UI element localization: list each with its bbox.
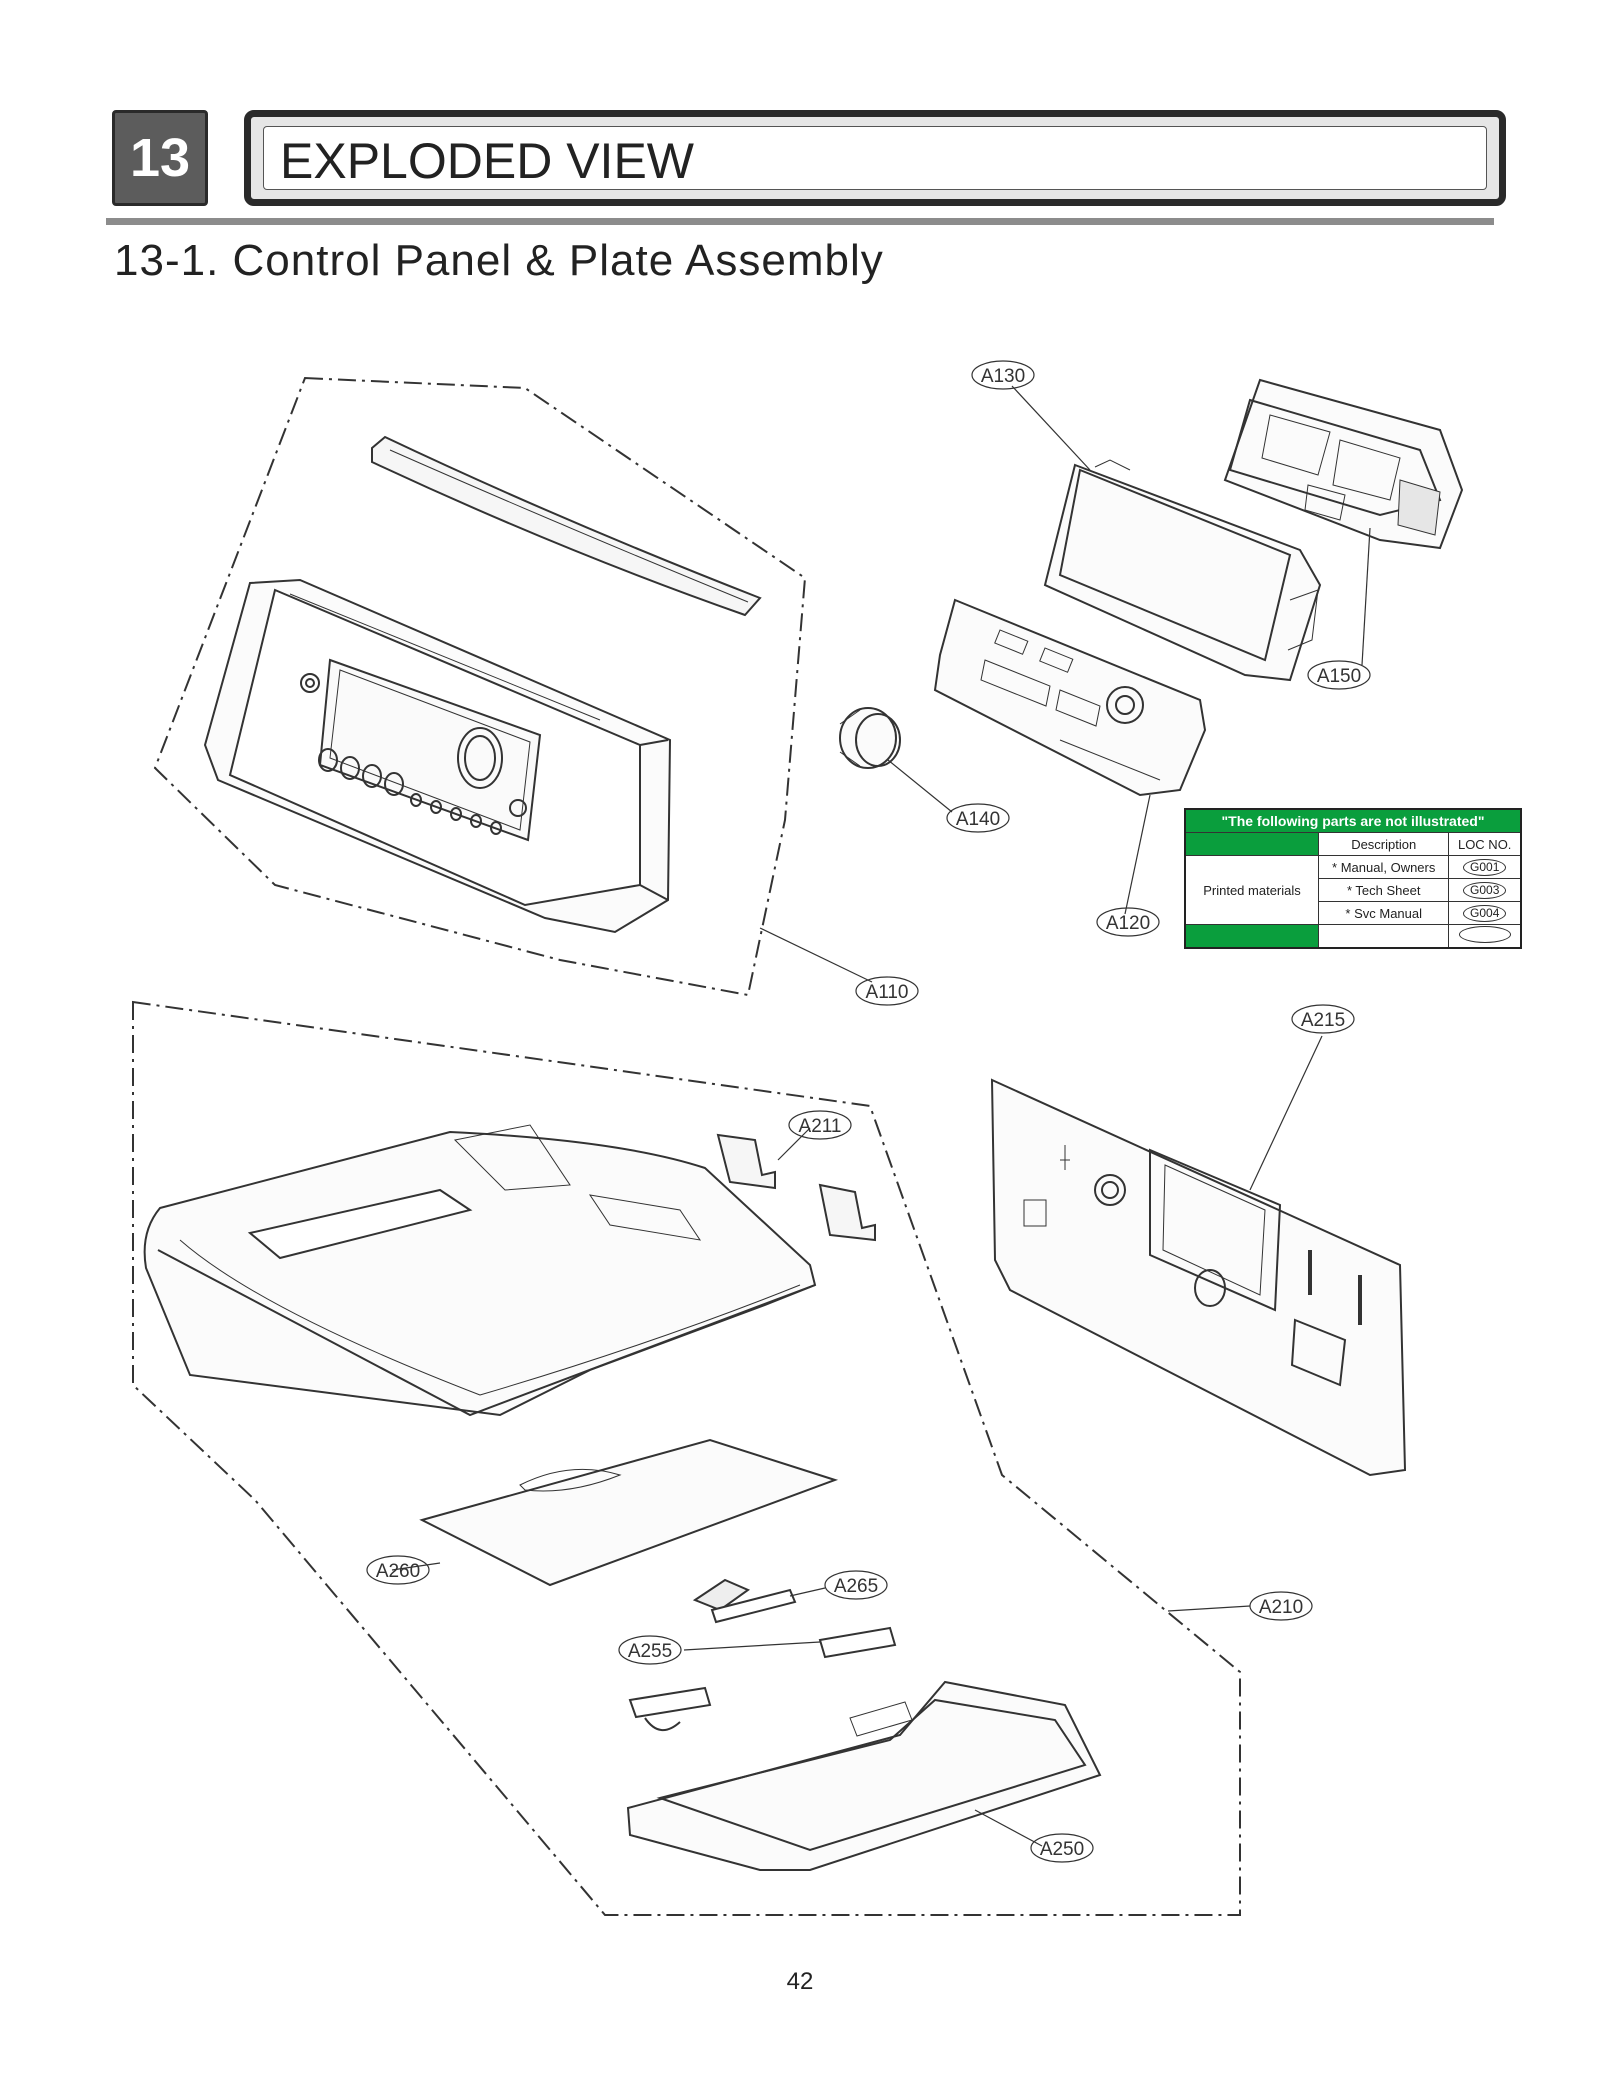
unillustrated-parts-table: "The following parts are not illustrated… xyxy=(1184,808,1522,949)
callout-a110: A110 xyxy=(855,976,919,1006)
table-row: * Svc Manual G004 xyxy=(1185,901,1522,925)
svg-text:A210: A210 xyxy=(1259,1597,1303,1618)
svg-text:A150: A150 xyxy=(1317,666,1361,687)
control-panel-group-boundary xyxy=(153,376,807,997)
loc-oval-empty xyxy=(1458,926,1511,943)
hinge-brackets xyxy=(716,1133,876,1242)
callout-a120: A120 xyxy=(1096,907,1160,937)
callout-a255: A255 xyxy=(618,1635,682,1665)
lid-hinge-parts xyxy=(628,1578,897,1731)
row-description: * Manual, Owners xyxy=(1317,855,1450,879)
loc-oval: G004 xyxy=(1463,904,1507,922)
display-pcb-assembly xyxy=(1043,459,1322,682)
chapter-title: EXPLODED VIEW xyxy=(280,133,694,189)
svg-text:A110: A110 xyxy=(866,982,909,1003)
row-loc: G001 xyxy=(1448,855,1522,879)
printed-materials-label: Printed materials xyxy=(1184,855,1319,925)
main-control-board xyxy=(933,598,1207,797)
lid-panel xyxy=(419,1438,839,1587)
row-description: * Svc Manual xyxy=(1317,901,1450,925)
chapter-number: 13 xyxy=(129,128,191,188)
callout-a210: A210 xyxy=(1249,1591,1313,1621)
chapter-title-panel: EXPLODED VIEW xyxy=(263,126,1487,190)
header-rule xyxy=(106,218,1494,225)
page-number: 42 xyxy=(786,1968,814,1995)
svg-text:A130: A130 xyxy=(981,366,1025,387)
base-frame xyxy=(626,1680,1102,1871)
svg-text:A265: A265 xyxy=(834,1576,878,1597)
control-panel-housing xyxy=(203,578,672,934)
table-row: Printed materials * Manual, Owners G001 xyxy=(1184,855,1522,925)
chapter-number-box: 13 xyxy=(112,110,208,206)
rear-cover xyxy=(1223,378,1464,550)
loc-oval: G001 xyxy=(1463,858,1507,876)
callout-a260: A260 xyxy=(366,1555,430,1585)
table-row xyxy=(1184,924,1522,949)
control-knob xyxy=(839,707,901,769)
leader-lines xyxy=(391,385,1371,1847)
svg-text:A211: A211 xyxy=(799,1116,842,1137)
row-description-empty xyxy=(1317,924,1450,949)
svg-text:A140: A140 xyxy=(956,809,1000,830)
row-loc: G003 xyxy=(1448,878,1522,902)
callout-a150: A150 xyxy=(1307,660,1371,690)
callout-a211: A211 xyxy=(788,1110,852,1140)
row-loc: G004 xyxy=(1448,901,1522,925)
row-loc-empty xyxy=(1448,924,1522,949)
callout-a215: A215 xyxy=(1291,1004,1355,1034)
callout-a265: A265 xyxy=(824,1570,888,1600)
callout-a250: A250 xyxy=(1030,1833,1094,1863)
loc-oval: G003 xyxy=(1463,881,1507,899)
svg-text:A120: A120 xyxy=(1106,913,1150,934)
chapter-title-frame: EXPLODED VIEW xyxy=(244,110,1506,206)
svg-text:A250: A250 xyxy=(1040,1839,1084,1860)
svg-text:A215: A215 xyxy=(1301,1010,1345,1031)
table-row: * Tech Sheet G003 xyxy=(1185,878,1522,902)
callout-a130: A130 xyxy=(971,360,1035,390)
rear-panel xyxy=(990,1078,1407,1477)
section-title: 13-1. Control Panel & Plate Assembly xyxy=(114,236,884,285)
top-plate-group-boundary xyxy=(132,1000,1241,1916)
row-description: * Tech Sheet xyxy=(1317,878,1450,902)
svg-text:A260: A260 xyxy=(376,1561,420,1582)
column-header-description: Description xyxy=(1317,832,1450,856)
table-spacer xyxy=(1184,924,1319,949)
top-plate xyxy=(143,1124,817,1417)
table-spacer xyxy=(1184,832,1319,856)
svg-text:A255: A255 xyxy=(628,1641,672,1662)
column-header-loc: LOC NO. xyxy=(1448,832,1522,856)
parts-table-header: "The following parts are not illustrated… xyxy=(1184,808,1522,833)
callout-a140: A140 xyxy=(946,803,1010,833)
